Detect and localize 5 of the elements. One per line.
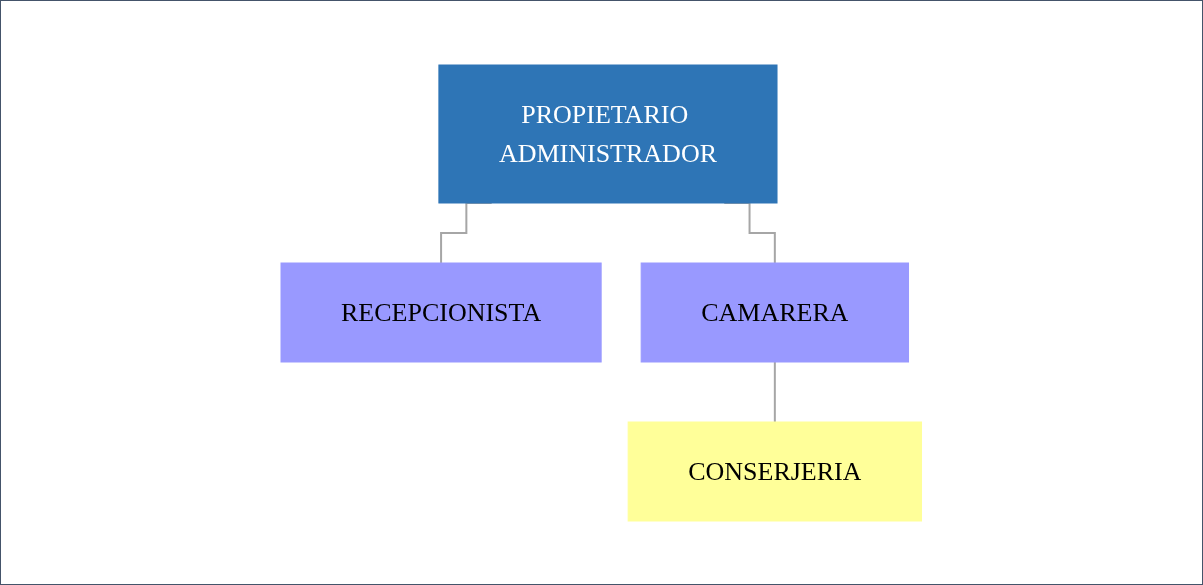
node-box: CAMARERA bbox=[640, 262, 910, 362]
connector bbox=[774, 360, 777, 423]
node-box: PROPIETARIO ADMINISTRADOR bbox=[438, 64, 778, 203]
node-box: RECEPCIONISTA bbox=[280, 262, 602, 362]
node-box: CONSERJERIA bbox=[627, 421, 923, 521]
